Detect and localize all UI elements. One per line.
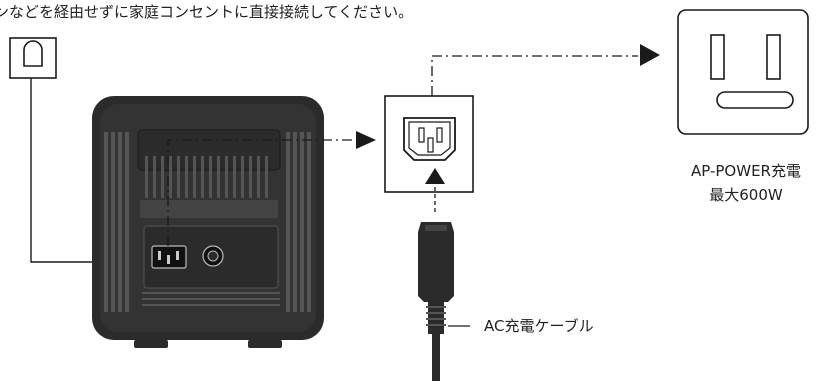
right-vent xyxy=(286,132,311,312)
arrow-icon xyxy=(640,44,660,66)
arrow-icon xyxy=(425,168,445,184)
inlet-to-outlet-dash xyxy=(431,55,638,96)
power-station-device xyxy=(92,96,324,348)
lower-grille xyxy=(142,292,280,306)
outlet-caption-line2: 最大600W xyxy=(709,186,783,204)
us-outlet-icon xyxy=(677,9,809,135)
device-round-port-icon xyxy=(202,245,224,267)
outlet-caption-line1: AP-POWER充電 xyxy=(691,162,801,180)
upper-grille xyxy=(145,156,268,198)
wall-socket-icon xyxy=(9,37,57,79)
instruction-text: ンなどを経由せずに家庭コンセントに直接接続してください。 xyxy=(0,3,414,21)
iec-c14-inlet-icon xyxy=(384,95,474,193)
device-to-inlet-dash xyxy=(167,139,356,246)
left-vent xyxy=(104,132,129,312)
device-ac-inlet-icon xyxy=(151,245,187,269)
cable-caption: AC充電ケーブル xyxy=(484,317,594,335)
arrow-icon xyxy=(356,131,376,149)
ac-plug-icon xyxy=(418,222,454,381)
